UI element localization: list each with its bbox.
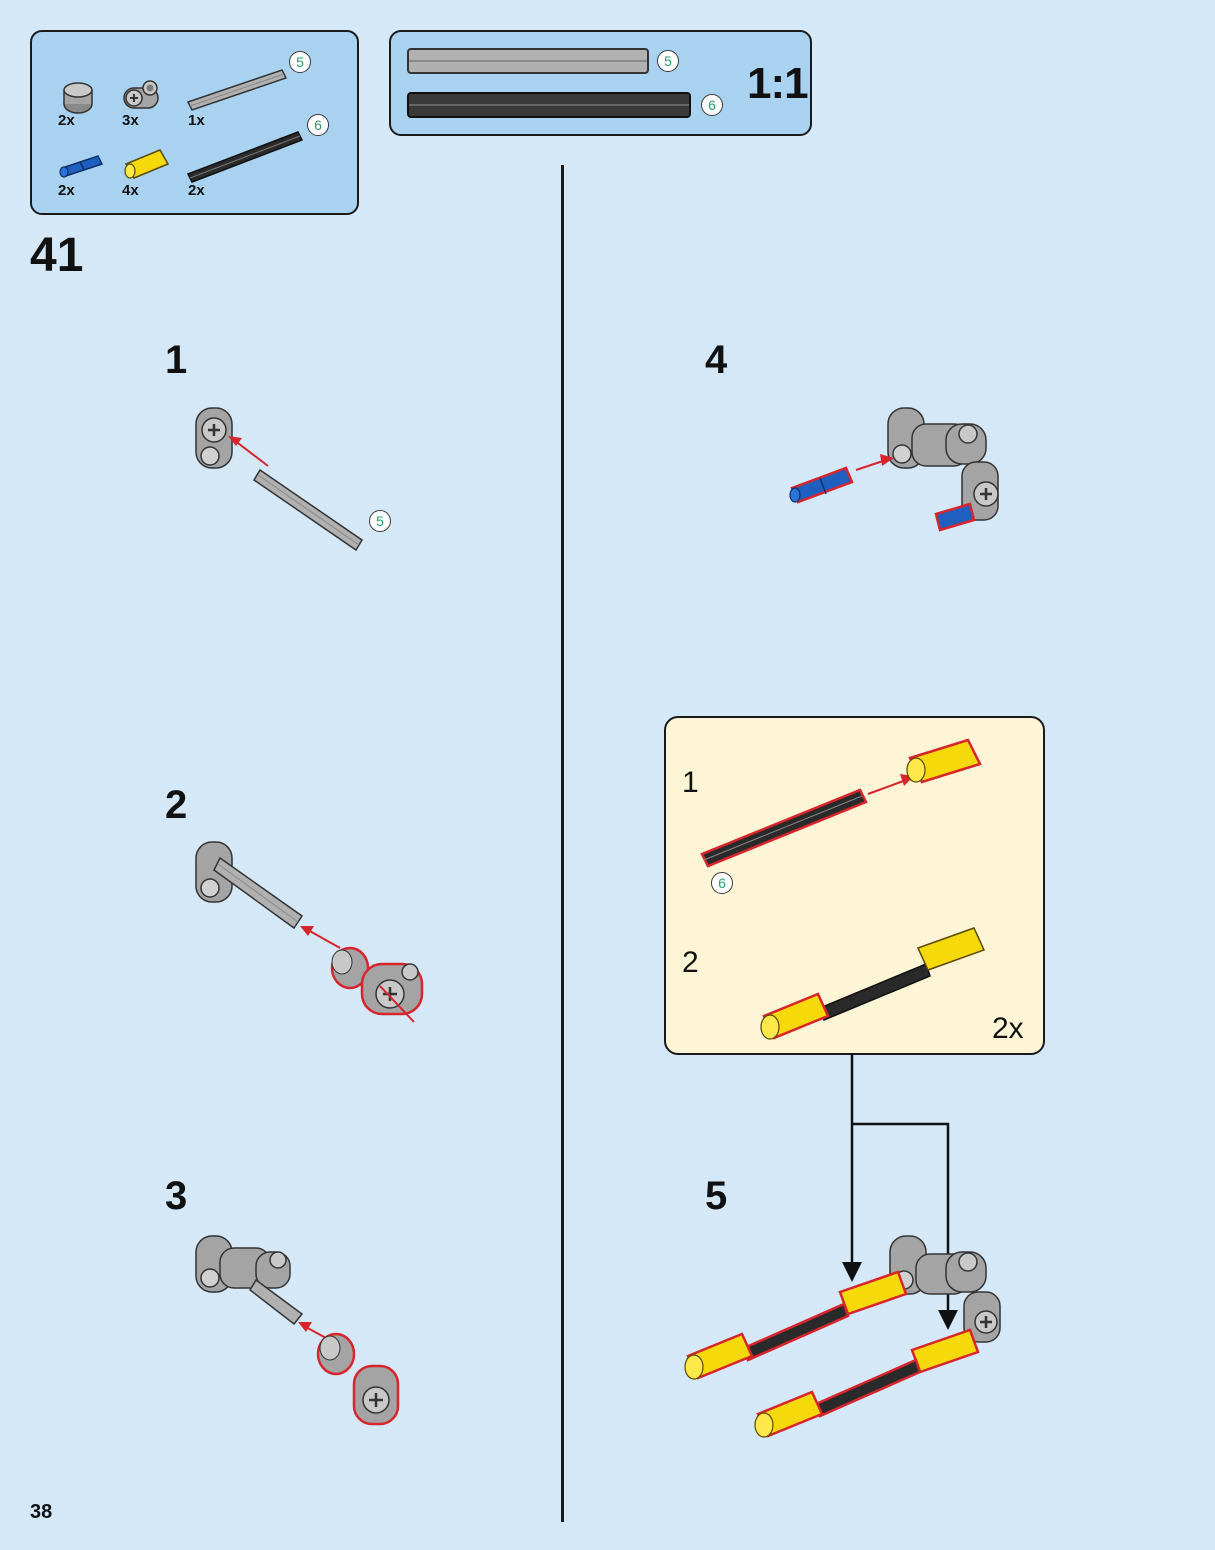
axle-black-icon [186, 131, 304, 183]
substep-5-illustration [684, 1235, 1001, 1438]
axle-pin-connector-icon [123, 80, 159, 109]
scale-ruler-5 [407, 48, 649, 74]
substep-number: 2 [165, 783, 188, 827]
pin-blue-icon [59, 155, 104, 178]
subassembly-step-2-illustration [760, 927, 986, 1040]
length-badge: 5 [369, 510, 391, 532]
part-qty: 2x [58, 182, 75, 199]
substep-number: 5 [705, 1174, 728, 1218]
column-divider [561, 165, 564, 1522]
bush-gray-icon [63, 82, 93, 114]
scale-reference-panel: 5 6 1:1 [389, 30, 812, 136]
part-qty: 2x [188, 182, 205, 199]
step-number: 41 [30, 229, 84, 282]
length-badge: 6 [307, 114, 329, 136]
length-badge: 5 [289, 51, 311, 73]
subassembly-step-number: 1 [682, 766, 699, 799]
scale-ruler-6 [407, 92, 691, 118]
part-qty: 4x [122, 182, 139, 199]
length-badge: 6 [711, 872, 733, 894]
part-qty: 1x [188, 112, 205, 129]
substep-number: 1 [165, 338, 188, 382]
part-qty: 2x [58, 112, 75, 129]
subassembly-multiplier: 2x [992, 1012, 1024, 1045]
substep-number: 3 [165, 1174, 188, 1218]
substep-3-illustration [195, 1235, 400, 1426]
page-number: 38 [30, 1501, 53, 1523]
scale-label: 1:1 [747, 59, 809, 108]
axle-connector-yellow-icon [124, 149, 170, 179]
substep-1-illustration [195, 407, 364, 552]
subassembly-step-1-illustration [700, 738, 982, 868]
subassembly-panel: 1 6 2 2x [664, 716, 1045, 1055]
part-qty: 3x [122, 112, 139, 129]
length-badge: 5 [657, 50, 679, 72]
substep-2-illustration [195, 841, 424, 1023]
length-badge: 6 [701, 94, 723, 116]
subassembly-step-number: 2 [682, 946, 699, 979]
callout-arrows [842, 1054, 958, 1330]
parts-list-panel: 2x 3x 5 1x 2x 4x 6 2x [30, 30, 359, 215]
axle-gray-icon [186, 69, 288, 111]
substep-number: 4 [705, 338, 728, 382]
substep-4-illustration [789, 407, 999, 532]
